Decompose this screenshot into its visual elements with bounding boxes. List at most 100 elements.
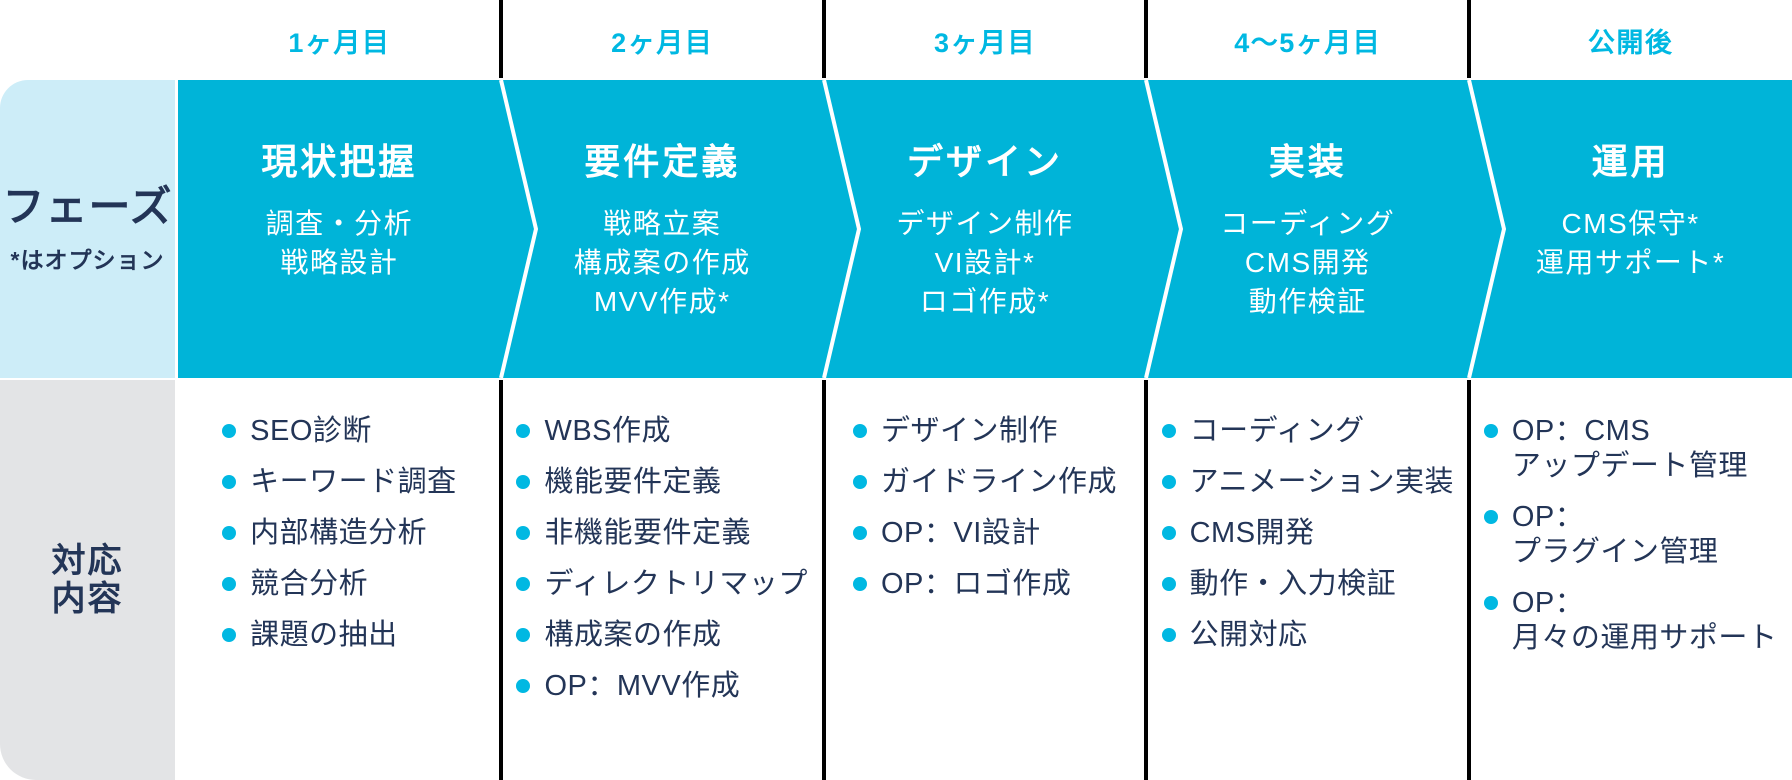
phase-item: 運用サポート* (1535, 247, 1726, 278)
task-item: 非機能要件定義 (516, 516, 807, 551)
task-item: デザイン制作 (852, 414, 1117, 449)
bullet-icon (1483, 510, 1498, 524)
column-separator (1467, 0, 1471, 78)
phase-item: デザイン制作 (896, 208, 1074, 239)
task-column-4: コーディングアニメーション実装 CMS開発動作・入力検証公開対応 (1146, 380, 1469, 780)
phase-item: 調査・分析 (265, 208, 414, 239)
bullet-icon (516, 526, 531, 540)
column-separator (822, 0, 826, 78)
chevron-separator-icon (1144, 80, 1184, 378)
task-text: 課題の抽出 (250, 619, 398, 651)
bullet-icon (1161, 628, 1176, 642)
month-header-2: 2ヶ月目 (611, 27, 714, 58)
task-text: ガイドライン作成 (880, 466, 1117, 498)
content-label-line2: 内容 (51, 580, 124, 618)
phase-item: CMS保守* (1561, 208, 1700, 239)
task-item: CMS開発 (1161, 516, 1454, 551)
task-item: OP：月々の運用サポート (1483, 586, 1778, 656)
column-separator (1144, 0, 1148, 78)
phase-item: 戦略立案 (603, 208, 722, 239)
task-column-1: SEO診断キーワード調査内部構造分析競合分析課題の抽出 (178, 380, 501, 780)
task-text: キーワード調査 (250, 466, 457, 498)
task-item: OP：VI設計 (852, 516, 1117, 551)
phase-title: 実装 (1268, 141, 1347, 182)
phase-item-list: 調査・分析戦略設計 (178, 204, 501, 282)
task-item: WBS作成 (516, 414, 807, 449)
phase-cell-1: 現状把握 調査・分析戦略設計 (178, 80, 501, 378)
phase-item-list: デザイン制作 VI設計* ロゴ作成* (824, 204, 1147, 321)
task-text: CMS開発 (1189, 517, 1315, 549)
task-item: キーワード調査 (222, 465, 457, 500)
task-text: アニメーション実装 (1189, 466, 1454, 498)
bullet-icon (1483, 596, 1498, 610)
bullet-icon (1161, 424, 1176, 438)
month-header-3: 3ヶ月目 (933, 27, 1036, 58)
task-text: 内部構造分析 (250, 517, 428, 549)
sidebar-phase-label-panel: フェーズ *はオプション (0, 80, 175, 378)
task-item: SEO診断 (222, 414, 457, 449)
bullet-icon (1483, 424, 1498, 438)
task-item: ディレクトリマップ (516, 567, 807, 602)
phase-label: フェーズ (2, 183, 173, 230)
column-separator (499, 380, 503, 780)
task-text: WBS作成 (544, 415, 672, 447)
task-text: OP：月々の運用サポート (1511, 587, 1778, 654)
phase-title: 運用 (1591, 141, 1670, 182)
task-text: OP：VI設計 (880, 517, 1041, 549)
month-header-5: 公開後 (1587, 27, 1674, 58)
task-item: 動作・入力検証 (1161, 567, 1454, 602)
task-item: 構成案の作成 (516, 618, 807, 653)
bullet-icon (1161, 577, 1176, 591)
bullet-icon (222, 475, 237, 489)
task-text: 構成案の作成 (544, 619, 722, 651)
chevron-separator-icon (499, 80, 539, 378)
phase-item: ロゴ作成* (919, 286, 1051, 317)
task-text: 機能要件定義 (544, 466, 722, 498)
task-item: ガイドライン作成 (852, 465, 1117, 500)
task-text: ディレクトリマップ (544, 568, 808, 600)
task-item: 公開対応 (1161, 618, 1454, 653)
task-text: 非機能要件定義 (544, 517, 751, 549)
bullet-icon (222, 424, 237, 438)
task-item: 課題の抽出 (222, 618, 457, 653)
phase-title: 要件定義 (584, 141, 741, 182)
bullet-icon (1161, 526, 1176, 540)
phase-option-note: *はオプション (10, 247, 165, 273)
bullet-icon (516, 424, 531, 438)
task-text: OP：プラグイン管理 (1511, 501, 1719, 568)
content-label-line1: 対応 (51, 542, 124, 580)
month-header-1: 1ヶ月目 (288, 27, 391, 58)
bullet-icon (852, 424, 867, 438)
task-item: 競合分析 (222, 567, 457, 602)
task-text: 動作・入力検証 (1189, 568, 1397, 600)
bullet-icon (222, 628, 237, 642)
bullet-icon (222, 526, 237, 540)
chevron-separator-icon (822, 80, 862, 378)
task-text: 競合分析 (250, 568, 369, 600)
content-label: 対応 内容 (52, 542, 124, 618)
column-separator (822, 380, 826, 780)
task-item: コーディング (1161, 414, 1454, 449)
bullet-icon (222, 577, 237, 591)
bullet-icon (852, 577, 867, 591)
phase-cell-5: 運用 CMS保守* 運用サポート* (1469, 80, 1792, 378)
phase-item: VI設計* (934, 247, 1036, 278)
task-item: 機能要件定義 (516, 465, 807, 500)
phase-item: 動作検証 (1248, 286, 1367, 317)
bullet-icon (516, 628, 531, 642)
phase-item: 戦略設計 (280, 247, 399, 278)
phase-item-list: CMS保守* 運用サポート* (1469, 204, 1792, 282)
phase-title: デザイン (906, 141, 1063, 182)
task-text: 公開対応 (1189, 619, 1308, 651)
task-item: OP：プラグイン管理 (1483, 500, 1778, 570)
task-text: デザイン制作 (880, 415, 1058, 447)
